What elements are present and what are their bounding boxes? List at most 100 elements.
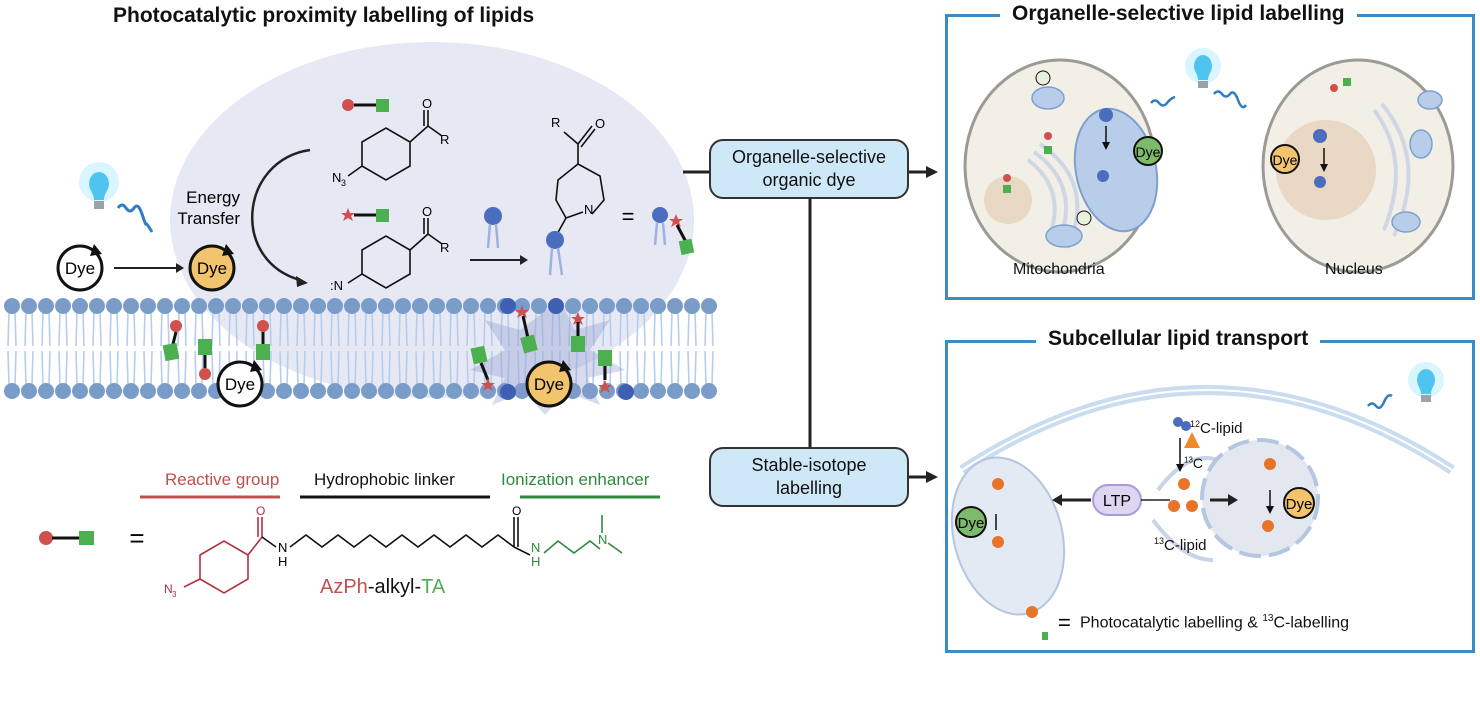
lipid-head [616, 298, 632, 314]
lipid-head [480, 298, 496, 314]
svg-text:N: N [278, 540, 287, 555]
lipid-head [701, 298, 717, 314]
svg-text:H: H [531, 554, 540, 569]
lipid-head [395, 383, 411, 399]
svg-text:Dye: Dye [197, 259, 227, 278]
svg-text:N: N [332, 170, 341, 185]
lipid-head [55, 383, 71, 399]
svg-text:=: = [129, 523, 144, 553]
lipid-head [310, 383, 326, 399]
lipid-tail [364, 311, 374, 347]
lipid-tail [585, 311, 595, 347]
svg-text:Dye: Dye [1273, 152, 1298, 168]
lipid-tail [75, 311, 85, 347]
dye-excited-in-membrane: Dye [525, 360, 573, 408]
lipid-tail [381, 350, 391, 386]
lipid-head [89, 298, 105, 314]
lipid-tail [330, 311, 340, 347]
lipid-tail [704, 350, 714, 386]
lipid-head [225, 298, 241, 314]
lipid-tail [483, 311, 493, 347]
lipid-tail [211, 311, 221, 347]
lipid-head [446, 383, 462, 399]
lipid-head [667, 298, 683, 314]
lipid-tail [24, 350, 34, 386]
light-bulb-icon [1185, 48, 1221, 88]
lipid-tail [636, 311, 646, 347]
lipid-head [72, 383, 88, 399]
lipid-tail [143, 311, 153, 347]
label-mitochondria: Mitochondria [1013, 261, 1105, 278]
lipid-head [242, 298, 258, 314]
probe-icon-nitrene [341, 208, 389, 222]
lipid-tail [41, 350, 51, 386]
svg-text:LTP: LTP [1103, 493, 1131, 510]
lipid-tail [245, 311, 255, 347]
svg-text:N: N [164, 582, 173, 596]
lipid-tail [670, 311, 680, 347]
lipid-head [38, 383, 54, 399]
lipid-head [667, 383, 683, 399]
alkyl-linker [261, 517, 531, 556]
transport-illustration: Dye LTP Dye = [950, 362, 1455, 640]
legend-label: Photocatalytic labelling & 13C-labelling [1080, 613, 1350, 632]
lipid-tail [653, 350, 663, 386]
svg-text:R: R [440, 240, 449, 255]
dye-yellow: Dye [1283, 487, 1315, 519]
svg-text:3: 3 [172, 590, 177, 599]
lipid-head [582, 383, 598, 399]
lipid-tail [364, 350, 374, 386]
lipid-tail [636, 350, 646, 386]
lipid-head [106, 383, 122, 399]
dye-excited-state: Dye [188, 244, 236, 292]
svg-text:O: O [256, 504, 265, 518]
membrane-probe [162, 320, 182, 362]
svg-text:N: N [584, 202, 593, 217]
lipid-tail [619, 350, 629, 386]
svg-text:H: H [278, 554, 287, 569]
lipid-head [293, 383, 309, 399]
membrane-probe [256, 320, 270, 360]
lipid-head [123, 298, 139, 314]
lipid-head [633, 383, 649, 399]
lipid-head [344, 383, 360, 399]
labelling-scheme: Dye Dye Energy Transfer O R N 3 [4, 42, 717, 415]
ionization-enhancer-label: Ionization enhancer [501, 470, 650, 489]
lipid-head [106, 298, 122, 314]
light-wave-icon [116, 203, 154, 233]
nucleus [984, 176, 1032, 224]
labelled-membrane-lipid [500, 298, 538, 354]
lipid-head [259, 298, 275, 314]
lipid-tail [432, 350, 442, 386]
lipid-tail [228, 311, 238, 347]
lipid-tail [296, 311, 306, 347]
lipid-head [21, 298, 37, 314]
lipid-tail [500, 350, 510, 386]
lipid-tail [449, 311, 459, 347]
lipid-head [310, 298, 326, 314]
main-title: Photocatalytic proximity labelling of li… [113, 4, 535, 27]
lipid-tail [41, 311, 51, 347]
lipid-head [21, 383, 37, 399]
lipid-tail [551, 311, 561, 347]
transport-panel-title: Subcellular lipid transport [1036, 327, 1321, 351]
lipid-head [684, 383, 700, 399]
svg-text:Dye: Dye [225, 375, 255, 394]
legend-icon [1026, 606, 1048, 640]
lipid-head [361, 298, 377, 314]
c13-lipid-label: 13C-lipid [1154, 536, 1207, 554]
lipid-tail [92, 350, 102, 386]
azepine-product [555, 125, 605, 237]
dye-green: Dye [955, 506, 987, 538]
c13-tag-label: 13C [1184, 455, 1204, 471]
lipid-head [446, 298, 462, 314]
probe-name: AzPh-alkyl-TA [320, 576, 446, 598]
lipid-tail [398, 350, 408, 386]
lipid-head [684, 298, 700, 314]
lipid-head [140, 298, 156, 314]
aryl-azide-structure [347, 110, 443, 181]
svg-text:N: N [531, 540, 540, 555]
svg-text:=: = [622, 204, 635, 229]
svg-text:3: 3 [341, 178, 346, 188]
